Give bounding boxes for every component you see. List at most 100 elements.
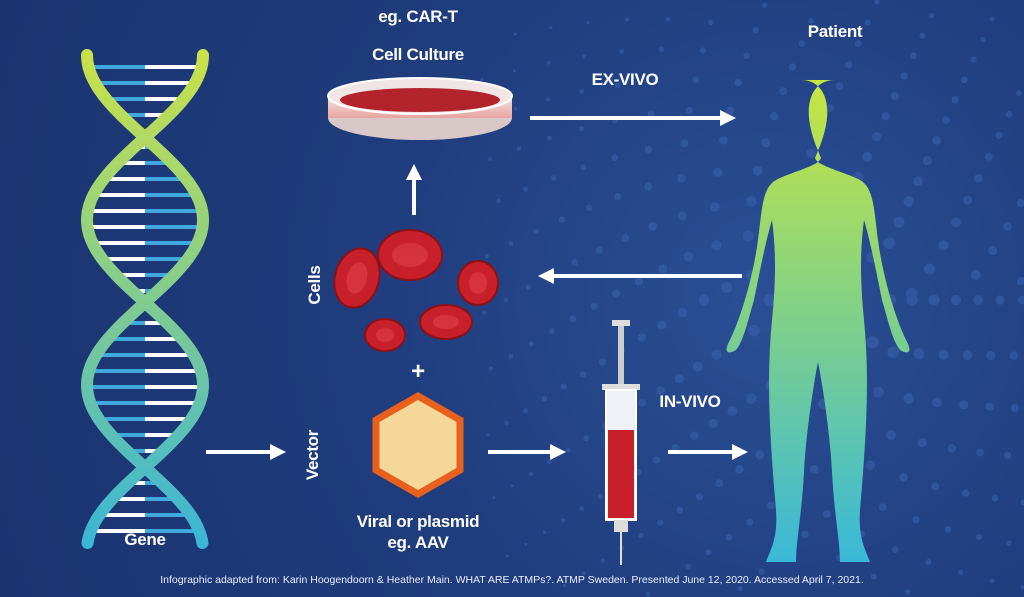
pattern-dot [1020,585,1024,590]
pattern-dot [870,573,877,580]
pattern-dot [779,87,788,96]
pattern-dot [621,234,630,243]
pattern-dot [761,2,768,8]
pattern-dot [746,518,754,526]
arrows [206,110,748,460]
pattern-dot [767,501,776,510]
pattern-dot [881,112,890,121]
pattern-dot [647,110,655,118]
pattern-dot [890,92,899,101]
pattern-dot [512,69,516,73]
pattern-dot [752,27,759,34]
pattern-dot [685,563,691,570]
pattern-dot [959,400,969,410]
pattern-dot [725,534,733,541]
vector-hexagon [372,391,464,499]
pattern-dot [761,138,771,148]
pattern-dot [634,276,644,286]
pattern-dot [583,435,590,442]
pattern-dot [976,448,985,457]
pattern-dot [510,484,515,488]
pattern-dot [580,164,587,171]
pattern-dot [748,324,760,337]
pattern-dot [991,494,999,502]
pattern-dot [970,56,977,63]
pattern-dot [711,349,722,360]
pattern-dot [657,519,664,526]
pattern-dot [746,393,757,404]
pattern-dot [1009,351,1018,360]
pattern-dot [637,333,646,342]
pattern-dot [974,173,983,183]
pattern-dot [1016,199,1024,208]
pattern-dot [676,506,684,514]
pattern-dot [922,156,932,166]
pattern-dot [504,420,509,425]
pattern-dot [680,139,689,148]
pattern-dot [513,32,517,36]
pattern-dot [644,182,653,191]
pattern-dot [904,589,911,595]
pattern-dot [579,89,585,95]
pattern-dot [547,135,552,141]
pattern-dot [508,241,514,247]
pattern-dot [648,222,657,231]
pattern-dot [763,293,777,307]
pattern-dot [947,444,957,453]
pattern-dot [685,106,693,115]
pattern-dot [1017,295,1024,305]
pattern-dot [644,145,652,154]
pattern-dot [1006,540,1012,546]
pattern-dot [899,473,908,482]
pattern-dot [586,20,590,25]
pattern-dot [562,584,566,588]
pattern-dot [480,78,484,82]
pattern-dot [928,294,940,306]
pattern-dot [488,366,493,371]
pattern-dot [614,193,622,201]
pattern-dot [975,534,982,541]
pattern-dot [865,460,876,470]
pattern-dot [944,526,952,533]
pattern-dot [995,295,1005,305]
vector-type-line2: eg. AAV [387,533,449,552]
pattern-dot [638,532,644,539]
pattern-dot [692,76,699,84]
pattern-dot [547,459,552,465]
pattern-dot [950,294,962,306]
pattern-dot [528,341,534,347]
pattern-dot [569,315,577,323]
pattern-dot [488,157,492,161]
pattern-dot [619,49,625,55]
vector-label: Vector [303,429,322,481]
pattern-dot [542,530,547,534]
pattern-dot [989,17,995,22]
pattern-dot [524,542,528,546]
pattern-dot [891,546,899,553]
pattern-dot [980,36,986,43]
pattern-dot [734,78,742,87]
pattern-dot [931,482,940,491]
pattern-dot [713,167,723,177]
pattern-dot [737,585,743,592]
pattern-dot [665,17,671,22]
pattern-dot [886,429,896,440]
plus-sign: + [411,358,425,385]
pattern-dot [770,112,779,121]
pattern-dot [919,32,926,39]
pattern-dot [989,578,995,583]
dna-helix [81,49,209,549]
pattern-dot [657,320,667,330]
pattern-dot [558,216,565,223]
pattern-dot [925,559,932,566]
pattern-dot [917,438,927,448]
pattern-dot [985,402,994,411]
pattern-dot [485,433,490,437]
pattern-dot [548,328,555,335]
pattern-dot [905,287,918,300]
pattern-dot [582,54,587,59]
pattern-dot [931,397,942,408]
pattern-dot [878,503,887,512]
culture-label-line2: Cell Culture [372,45,464,64]
